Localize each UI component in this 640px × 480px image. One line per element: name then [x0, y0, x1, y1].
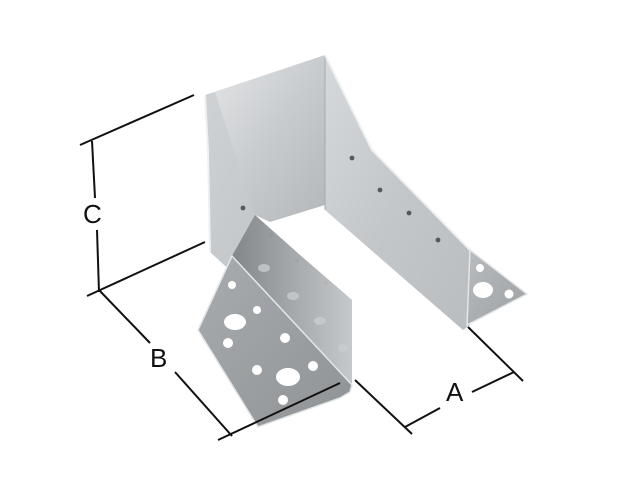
dim-a-right-extension — [467, 326, 524, 382]
dimension-label-c: C — [83, 199, 102, 229]
back-plate — [205, 55, 325, 222]
dim-c-bottom-extension — [86, 241, 206, 297]
dim-b-line-upper — [98, 289, 151, 344]
dim-b-line-lower — [174, 371, 233, 437]
dim-b-bottom-extension — [217, 382, 341, 441]
dim-c-top-extension — [79, 94, 195, 146]
dim-a-line-left — [404, 407, 441, 428]
left-flange-perforated — [197, 254, 353, 428]
dimension-label-a: A — [446, 377, 464, 407]
right-flange — [466, 248, 529, 327]
right-side-wall — [324, 54, 471, 330]
left-flange-upper — [232, 215, 352, 385]
dimension-lines — [79, 94, 524, 441]
dim-a-line-right — [471, 371, 515, 393]
dim-a-left-extension — [354, 379, 413, 435]
dimension-label-b: B — [150, 343, 168, 373]
dim-c-line-lower — [96, 229, 100, 293]
dim-c-line-upper — [91, 140, 96, 199]
